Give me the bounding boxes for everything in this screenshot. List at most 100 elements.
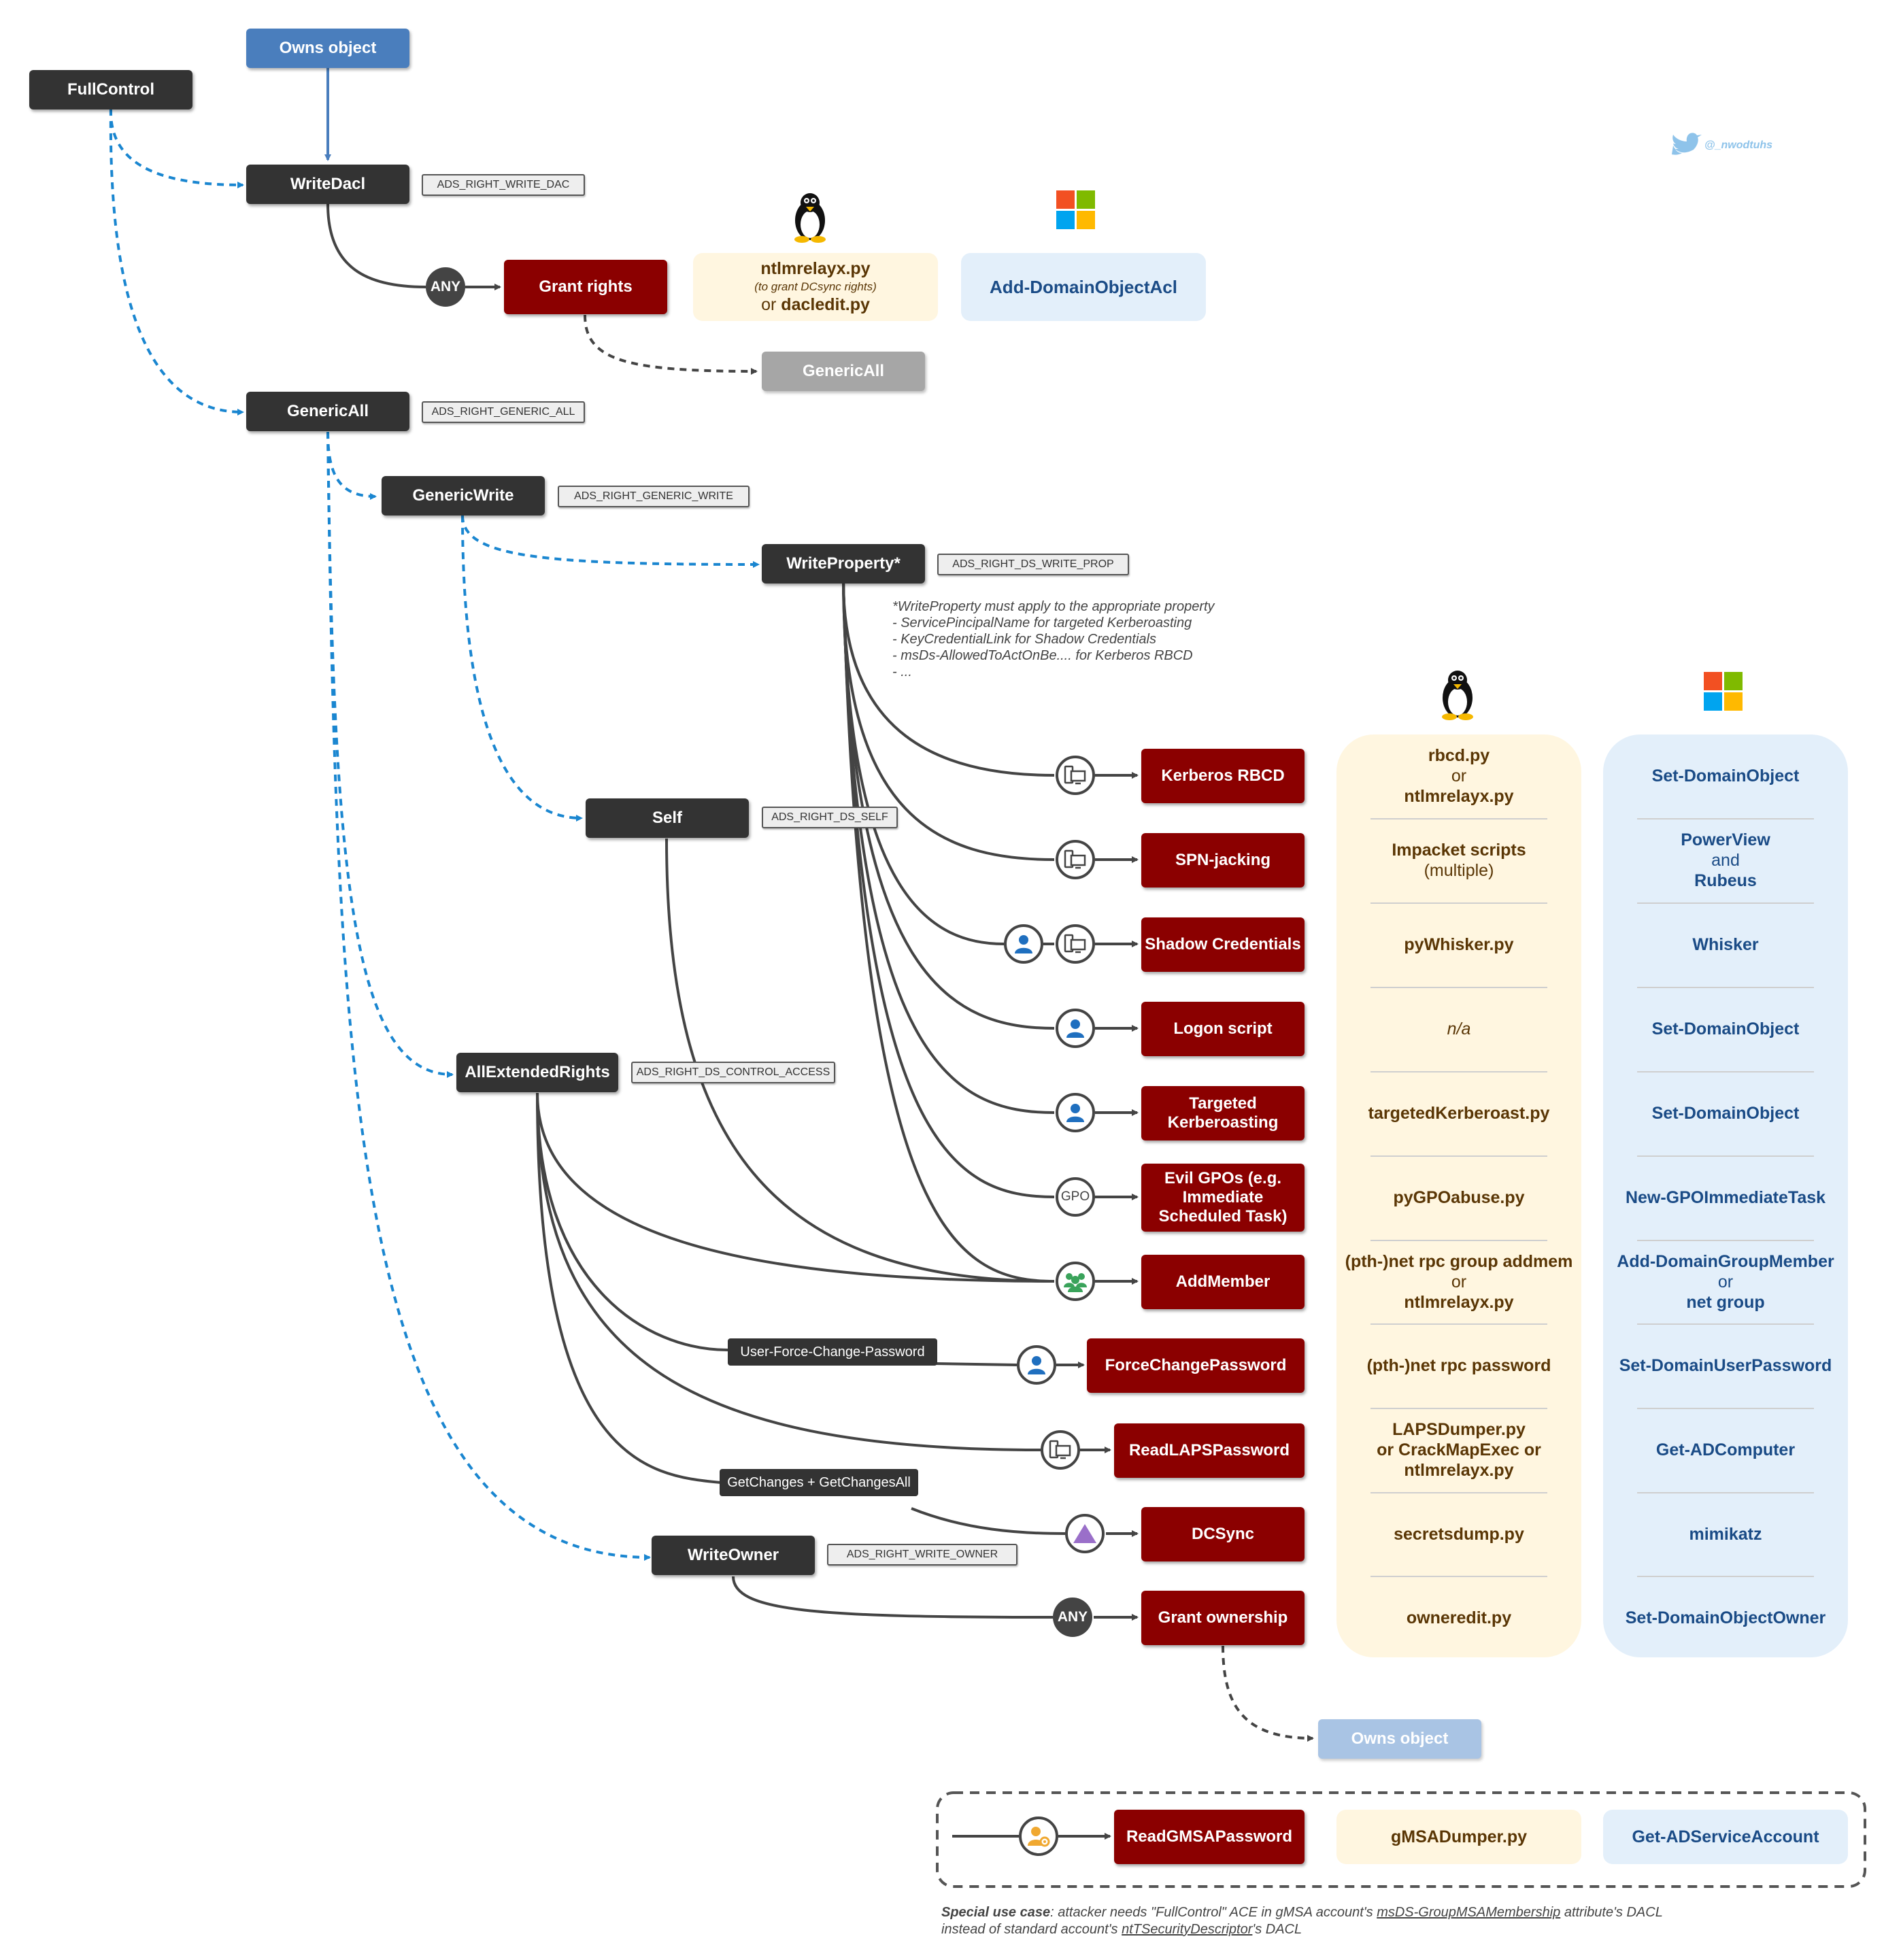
tool-name: pyGPOabuse.py — [1393, 1188, 1525, 1207]
attack-forcechangepassword[interactable]: ForceChangePassword — [1087, 1338, 1305, 1393]
attack-dcsync[interactable]: DCSync — [1141, 1507, 1305, 1561]
edge-aer-forcechange-tail — [935, 1362, 1017, 1366]
attack-targeted-kerberoasting[interactable]: Targeted Kerberoasting — [1141, 1086, 1305, 1140]
edge-wp-logon — [842, 581, 1055, 1030]
special-note-line1: Special use case: attacker needs "FullCo… — [941, 1904, 1826, 1921]
user-icon — [1056, 1093, 1095, 1132]
ace-tag-write-owner: ADS_RIGHT_WRITE_OWNER — [827, 1544, 1017, 1566]
linux-tools-evil-gpos: pyGPOabuse.py — [1336, 1156, 1581, 1239]
tool-name: ntlmrelayx.py — [1404, 787, 1514, 806]
tool-name: pyWhisker.py — [1404, 935, 1514, 954]
tool-name: secretsdump.py — [1394, 1525, 1524, 1544]
tool-name: rbcd.py — [1428, 746, 1490, 765]
attack-kerberos-rbcd[interactable]: Kerberos RBCD — [1141, 749, 1305, 803]
domain-triangle-icon — [1065, 1514, 1105, 1553]
edge-aer-laps — [536, 1092, 1041, 1451]
windows-separator — [1637, 1576, 1814, 1577]
windows-logo-icon — [1056, 190, 1095, 229]
owns-object-node[interactable]: Owns object — [246, 29, 409, 68]
windows-separator — [1637, 987, 1814, 988]
attack-readlapspassword[interactable]: ReadLAPSPassword — [1114, 1423, 1305, 1478]
tool-name: (pth-)net rpc group addmem — [1345, 1252, 1573, 1271]
grant-rights-linux-tool: ntlmrelayx.py — [760, 259, 871, 278]
attack-spn-jacking[interactable]: SPN-jacking — [1141, 833, 1305, 888]
tool-name: targetedKerberoast.py — [1368, 1104, 1550, 1123]
ace-tag-generic-write: ADS_RIGHT_GENERIC_WRITE — [558, 486, 750, 507]
attack-addmember[interactable]: AddMember — [1141, 1255, 1305, 1309]
linux-tools-addmember: (pth-)net rpc group addmem or ntlmrelayx… — [1336, 1240, 1581, 1323]
writeproperty-note-line: *WriteProperty must apply to the appropr… — [892, 599, 1215, 614]
grant-rights-linux-tools: ntlmrelayx.py (to grant DCsync rights) o… — [693, 253, 938, 321]
tool-name: Set-DomainObjectOwner — [1625, 1608, 1826, 1627]
tool-or: or — [1451, 766, 1467, 785]
windows-tools-forcechangepassword: Set-DomainUserPassword — [1603, 1324, 1848, 1407]
genericall-node[interactable]: GenericAll — [246, 392, 409, 431]
tool-name: Set-DomainObject — [1651, 766, 1800, 785]
genericwrite-node[interactable]: GenericWrite — [382, 476, 545, 516]
tool-name: Set-DomainObject — [1651, 1019, 1800, 1038]
self-node[interactable]: Self — [586, 798, 749, 838]
tool-name: New-GPOImmediateTask — [1625, 1188, 1826, 1207]
tool-note: (multiple) — [1424, 861, 1494, 880]
linux-separator — [1370, 1576, 1547, 1577]
tool-name: Add-DomainGroupMember — [1617, 1252, 1834, 1271]
linux-separator — [1370, 1323, 1547, 1325]
windows-separator — [1637, 1323, 1814, 1325]
tool-or: or — [1717, 1272, 1734, 1291]
writeproperty-note: *WriteProperty must apply to the appropr… — [892, 598, 1273, 680]
edge-genericwrite-self — [461, 515, 583, 822]
tool-name: mimikatz — [1689, 1525, 1762, 1544]
windows-separator — [1637, 1071, 1814, 1072]
windows-separator — [1637, 1408, 1814, 1409]
edge-writedacl-any — [326, 203, 426, 288]
writeowner-node[interactable]: WriteOwner — [652, 1536, 815, 1575]
attack-readgmsapassword[interactable]: ReadGMSAPassword — [1114, 1810, 1305, 1864]
edge-genericall-writeowner — [326, 431, 651, 1561]
linux-tools-kerberos-rbcd: rbcd.py or ntlmrelayx.py — [1336, 734, 1581, 817]
genericall-result-node[interactable]: GenericAll — [762, 352, 925, 391]
windows-tools-spn-jacking: PowerView and Rubeus — [1603, 819, 1848, 902]
grant-rights-linux-or: or — [761, 295, 777, 314]
tux-penguin-icon — [794, 193, 826, 243]
tool-name: LAPSDumper.py — [1392, 1420, 1526, 1439]
tux-penguin-icon — [1442, 671, 1473, 720]
tool-name: Set-DomainObject — [1651, 1104, 1800, 1123]
windows-separator — [1637, 1492, 1814, 1493]
tool-name: or CrackMapExec or — [1377, 1440, 1541, 1459]
twitter-bird-icon — [1672, 133, 1702, 155]
attack-grant-ownership[interactable]: Grant ownership — [1141, 1591, 1305, 1645]
writeproperty-node[interactable]: WriteProperty* — [762, 544, 925, 584]
attack-logon-script[interactable]: Logon script — [1141, 1002, 1305, 1056]
computer-icon — [1041, 1430, 1080, 1470]
user-icon — [1056, 1009, 1095, 1048]
tool-name: PowerView — [1681, 830, 1770, 849]
windows-tools-shadow-credentials: Whisker — [1603, 903, 1848, 986]
special-note-text: attribute's DACL — [1560, 1905, 1663, 1920]
attack-shadow-credentials[interactable]: Shadow Credentials — [1141, 917, 1305, 972]
special-use-case-note: Special use case: attacker needs "FullCo… — [941, 1904, 1826, 1938]
owns-object-result-node[interactable]: Owns object — [1318, 1719, 1481, 1759]
writeproperty-note-line: - msDs-AllowedToActOnBe.... for Kerberos… — [892, 648, 1193, 663]
fullcontrol-node[interactable]: FullControl — [29, 70, 192, 109]
twitter-handle[interactable]: @_nwodtuhs — [1704, 139, 1773, 151]
gmsa-linux-tool: gMSADumper.py — [1336, 1810, 1581, 1864]
linux-separator — [1370, 1240, 1547, 1241]
tool-name: Impacket scripts — [1392, 841, 1526, 860]
edge-aer-dcsync-tail — [911, 1507, 1066, 1535]
tool-name: (pth-)net rpc password — [1366, 1356, 1551, 1375]
special-note-text: instead of standard account's — [941, 1922, 1122, 1937]
windows-tools-targeted-kerberoasting: Set-DomainObject — [1603, 1072, 1848, 1155]
tool-or: or — [1451, 1272, 1467, 1291]
edge-writeowner-any — [732, 1576, 1054, 1619]
allextendedrights-node[interactable]: AllExtendedRights — [456, 1053, 618, 1092]
tool-name: Rubeus — [1694, 871, 1757, 890]
attack-evil-gpos[interactable]: Evil GPOs (e.g. Immediate Scheduled Task… — [1141, 1164, 1305, 1232]
grant-rights-node[interactable]: Grant rights — [504, 260, 667, 314]
linux-tools-forcechangepassword: (pth-)net rpc password — [1336, 1324, 1581, 1407]
windows-tools-kerberos-rbcd: Set-DomainObject — [1603, 734, 1848, 817]
edge-wp-spn — [842, 581, 1055, 861]
writedacl-node[interactable]: WriteDacl — [246, 165, 409, 204]
user-icon — [1004, 924, 1043, 964]
ace-tag-control-access: ADS_RIGHT_DS_CONTROL_ACCESS — [631, 1062, 835, 1083]
